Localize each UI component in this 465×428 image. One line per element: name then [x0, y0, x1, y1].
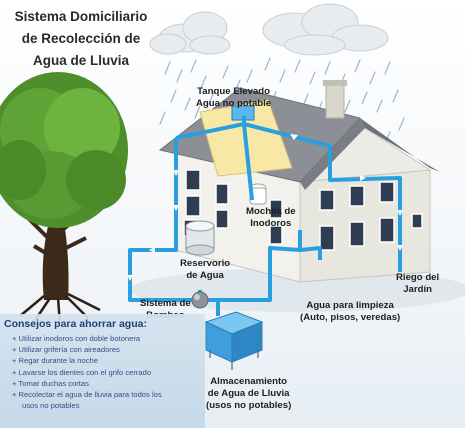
label-line: de Agua de Lluvia [207, 388, 290, 399]
page-title: Sistema Domiciliario de Recolección de A… [6, 6, 156, 72]
storage-tank-icon [204, 311, 264, 370]
tip-item: Regar durante la noche [12, 355, 162, 366]
label-line: Mochila de [246, 206, 296, 217]
title-line-3: Agua de Lluvia [32, 53, 130, 68]
label-line: Almacenamiento [210, 376, 288, 387]
cloud-icon [149, 11, 231, 55]
tip-item: Utilizar grifería con aireadores [12, 344, 162, 355]
label-line: Agua no potable [196, 98, 272, 109]
label-mochila-inodoros: Mochila de Inodoros [246, 206, 296, 230]
flow-arrow-icons [127, 134, 403, 281]
label-riego-jardin: Riego del Jardín [396, 272, 439, 296]
label-agua-limpieza: Agua para limpieza (Auto, pisos, veredas… [300, 300, 400, 324]
label-line: Reservorio [180, 258, 231, 269]
label-reservorio: Reservorio de Agua [180, 258, 230, 282]
reservoir-tank-icon [185, 220, 215, 256]
tips-list: Utilizar inodoros con doble botonera Uti… [12, 333, 162, 411]
label-line: (usos no potables) [206, 400, 292, 411]
label-almacenamiento: Almacenamiento de Agua de Lluvia (usos n… [206, 376, 291, 412]
tree-icon [0, 72, 128, 325]
tips-title: Consejos para ahorrar agua: [4, 318, 147, 330]
label-line: Riego del [396, 272, 440, 283]
label-line: Jardín [403, 284, 432, 295]
tip-item: Lavarse los dientes con el grifo cerrado [12, 367, 162, 378]
label-line: (Auto, pisos, veredas) [300, 312, 401, 323]
label-line: Inodoros [250, 218, 292, 229]
tip-item-continuation: usos no potables [22, 401, 80, 411]
label-line: de Agua [186, 270, 224, 281]
pump-icon [191, 291, 209, 309]
label-tanque-elevado: Tanque Elevado Agua no potable [196, 86, 271, 110]
label-line: Agua para limpieza [306, 300, 394, 311]
tip-item: Tomar duchas cortas [12, 378, 162, 389]
label-line: Tanque Elevado [197, 86, 270, 97]
tip-item: Recolectar el agua de lluvia para todos … [12, 389, 162, 400]
title-line-2: de Recolección de [21, 31, 141, 46]
tip-item: Utilizar inodoros con doble botonera [12, 333, 162, 344]
cloud-icon [262, 3, 389, 56]
title-line-1: Sistema Domiciliario [14, 9, 148, 24]
label-line: Sistema de [140, 298, 191, 309]
